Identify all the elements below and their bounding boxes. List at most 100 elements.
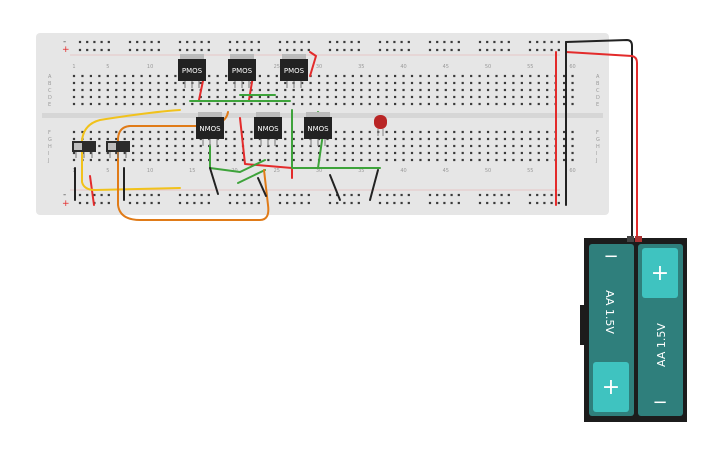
breadboard-hole xyxy=(419,74,422,78)
breadboard-hole xyxy=(106,137,109,141)
breadboard-hole xyxy=(93,193,96,197)
breadboard-hole xyxy=(503,151,507,155)
breadboard-hole xyxy=(427,130,430,134)
nmos-transistor-3[interactable]: NMOS xyxy=(304,112,332,146)
breadboard-hole xyxy=(351,130,354,134)
breadboard-hole xyxy=(407,48,410,52)
breadboard-hole xyxy=(275,151,278,155)
led[interactable] xyxy=(374,115,387,136)
pmos-transistor-3[interactable]: PMOS xyxy=(280,54,308,88)
wire-red-pmos-right[interactable] xyxy=(309,51,317,77)
breadboard-hole xyxy=(78,193,82,197)
wire-green-mid-right[interactable] xyxy=(291,109,319,169)
breadboard-hole xyxy=(225,158,228,162)
breadboard-hole xyxy=(571,151,574,155)
breadboard-hole xyxy=(98,95,101,99)
breadboard-hole xyxy=(309,95,312,99)
breadboard-hole xyxy=(444,74,447,78)
breadboard-hole xyxy=(165,88,169,92)
breadboard-hole xyxy=(478,81,481,85)
breadboard-hole xyxy=(529,151,532,155)
breadboard-hole xyxy=(410,137,414,141)
wire-black-right-1[interactable] xyxy=(329,174,341,201)
breadboard-hole xyxy=(503,74,507,78)
breadboard-hole xyxy=(402,74,405,78)
wire-yellow-upper[interactable] xyxy=(81,109,181,191)
breadboard-hole xyxy=(563,151,566,155)
battery-right-label: AA 1.5V xyxy=(655,323,668,367)
battery-terminal-red[interactable] xyxy=(635,236,642,242)
breadboard-hole xyxy=(427,102,430,106)
wire-red-center[interactable] xyxy=(239,117,293,179)
wires xyxy=(74,39,638,239)
breadboard-hole xyxy=(486,193,489,197)
slide-switch-1[interactable] xyxy=(72,141,96,158)
breadboard-hole xyxy=(486,201,489,205)
breadboard-hole xyxy=(182,144,185,148)
breadboard-hole xyxy=(243,193,246,197)
slide-switch-2[interactable] xyxy=(106,141,130,158)
wire-black-battery-lead[interactable] xyxy=(565,39,633,239)
breadboard-hole xyxy=(428,201,432,205)
breadboard-hole xyxy=(503,130,507,134)
breadboard-hole xyxy=(250,158,253,162)
breadboard-hole xyxy=(410,130,414,134)
breadboard-hole xyxy=(419,144,422,148)
breadboard-hole xyxy=(343,158,346,162)
battery-holder: − + AA 1.5V + − AA 1.5V xyxy=(580,236,687,422)
breadboard-hole xyxy=(132,102,135,106)
breadboard-hole xyxy=(140,144,143,148)
breadboard-hole xyxy=(225,88,228,92)
breadboard-hole xyxy=(275,88,278,92)
battery-terminal-black[interactable] xyxy=(627,236,634,242)
wire-black-mid-2[interactable] xyxy=(257,177,267,197)
breadboard-hole xyxy=(89,158,92,162)
pmos-transistor-1[interactable]: PMOS xyxy=(178,54,206,88)
breadboard-hole xyxy=(107,48,110,52)
breadboard-hole xyxy=(267,81,270,85)
nmos-transistor-2[interactable]: NMOS xyxy=(254,112,282,146)
pmos-transistor-2[interactable]: PMOS xyxy=(228,54,256,88)
breadboard-hole xyxy=(225,144,228,148)
breadboard-hole xyxy=(241,81,245,85)
wire-green-bottom[interactable] xyxy=(237,169,266,184)
breadboard-hole xyxy=(81,74,84,78)
breadboard-hole xyxy=(148,88,152,92)
breadboard-hole xyxy=(148,144,152,148)
breadboard-hole xyxy=(233,95,236,99)
breadboard-hole xyxy=(250,151,253,155)
breadboard-hole xyxy=(93,48,96,52)
breadboard-hole xyxy=(165,151,169,155)
breadboard-hole xyxy=(546,102,549,106)
breadboard-hole xyxy=(563,158,566,162)
breadboard-hole xyxy=(410,81,414,85)
wire-black-mid[interactable] xyxy=(209,167,219,195)
row-letter: D xyxy=(48,95,52,101)
breadboard-hole xyxy=(207,48,210,52)
breadboard-hole xyxy=(150,48,153,52)
breadboard-hole xyxy=(360,158,363,162)
breadboard-hole xyxy=(478,144,481,148)
breadboard-hole xyxy=(199,102,202,106)
breadboard-hole xyxy=(225,137,228,141)
breadboard-hole xyxy=(557,193,560,197)
breadboard-hole xyxy=(419,130,422,134)
breadboard-hole xyxy=(317,88,321,92)
breadboard-hole xyxy=(292,137,295,141)
wire-green-mid-left[interactable] xyxy=(209,144,266,173)
breadboard-hole xyxy=(275,74,278,78)
mosfet-label: NMOS xyxy=(257,125,279,133)
breadboard-hole xyxy=(182,81,185,85)
wire-black-right-2[interactable] xyxy=(369,169,379,201)
nmos-transistor-1[interactable]: NMOS xyxy=(196,112,224,146)
breadboard-hole xyxy=(241,130,245,134)
breadboard-hole xyxy=(512,88,515,92)
breadboard-hole xyxy=(307,40,310,44)
breadboard-hole xyxy=(301,81,304,85)
breadboard-hole xyxy=(301,95,304,99)
wire-red-battery-lead[interactable] xyxy=(565,51,638,239)
breadboard-hole xyxy=(436,74,439,78)
breadboard-hole xyxy=(520,102,523,106)
breadboard-hole xyxy=(495,151,498,155)
